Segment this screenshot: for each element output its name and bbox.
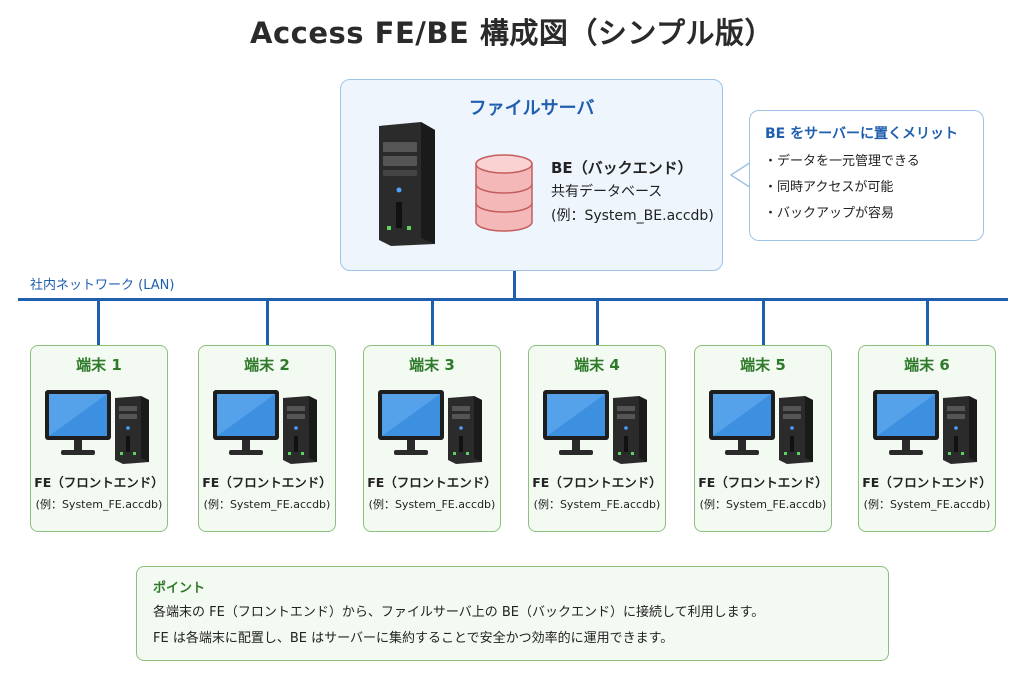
merit-item: データを一元管理できる <box>764 149 920 175</box>
terminal-link <box>266 300 269 345</box>
be-desc: 共有データベース <box>551 184 663 200</box>
terminal-4: 端末 4 FE（フロントエンド） (例：System_FE.accdb) <box>528 345 666 532</box>
terminal-fe-label: FE（フロントエンド） <box>532 475 662 490</box>
file-server-title: ファイルサーバ <box>468 98 595 119</box>
terminal-6: 端末 6 FE（フロントエンド） (例：System_FE.accdb) <box>858 345 996 532</box>
pc-icon <box>873 390 977 464</box>
pc-icon <box>378 390 482 464</box>
diagram-title: Access FE/BE 構成図（シンプル版） <box>250 16 774 50</box>
terminal-title: 端末 2 <box>244 356 290 374</box>
terminal-fe-label: FE（フロントエンド） <box>202 475 332 490</box>
terminal-title: 端末 5 <box>740 356 786 374</box>
terminal-title: 端末 4 <box>574 356 620 374</box>
terminal-fe-example: (例：System_FE.accdb) <box>203 498 331 511</box>
be-example: (例：System_BE.accdb) <box>551 208 714 224</box>
terminal-title: 端末 3 <box>409 356 455 374</box>
terminal-link <box>97 300 100 345</box>
terminal-5: 端末 5 FE（フロントエンド） (例：System_FE.accdb) <box>694 345 832 532</box>
terminal-title: 端末 6 <box>904 356 950 374</box>
terminal-fe-example: (例：System_FE.accdb) <box>35 498 163 511</box>
merit-item: 同時アクセスが可能 <box>764 175 920 201</box>
merit-callout: BE をサーバーに置くメリット データを一元管理できる 同時アクセスが可能 バッ… <box>749 110 984 241</box>
pc-icon <box>45 390 149 464</box>
terminal-title: 端末 1 <box>76 356 122 374</box>
terminal-fe-label: FE（フロントエンド） <box>698 475 828 490</box>
terminal-link <box>596 300 599 345</box>
terminal-fe-label: FE（フロントエンド） <box>34 475 164 490</box>
pc-icon <box>213 390 317 464</box>
pc-icon <box>709 390 813 464</box>
terminal-fe-example: (例：System_FE.accdb) <box>533 498 661 511</box>
pc-icon <box>543 390 647 464</box>
terminal-fe-label: FE（フロントエンド） <box>862 475 992 490</box>
terminal-link <box>431 300 434 345</box>
terminal-fe-example: (例：System_FE.accdb) <box>863 498 991 511</box>
terminal-1: 端末 1 FE（フロントエンド） (例：System_FE.accdb) <box>30 345 168 532</box>
point-box: ポイント 各端末の FE（フロントエンド）から、ファイルサーバ上の BE（バック… <box>136 566 889 661</box>
merit-list: データを一元管理できる 同時アクセスが可能 バックアップが容易 <box>764 149 920 227</box>
terminal-link <box>926 300 929 345</box>
point-title: ポイント <box>153 581 206 596</box>
point-line-2: FE は各端末に配置し、BE はサーバーに集約することで安全かつ効率的に運用でき… <box>153 631 674 646</box>
terminal-fe-example: (例：System_FE.accdb) <box>699 498 827 511</box>
be-description: BE（バックエンド） 共有データベース (例：System_BE.accdb) <box>551 156 714 228</box>
point-line-1: 各端末の FE（フロントエンド）から、ファイルサーバ上の BE（バックエンド）に… <box>153 605 765 620</box>
terminal-fe-example: (例：System_FE.accdb) <box>368 498 496 511</box>
terminal-3: 端末 3 FE（フロントエンド） (例：System_FE.accdb) <box>363 345 501 532</box>
terminal-2: 端末 2 FE（フロントエンド） (例：System_FE.accdb) <box>198 345 336 532</box>
database-icon <box>475 154 533 232</box>
merit-item: バックアップが容易 <box>764 201 920 227</box>
file-server-box: ファイルサーバ BE（バックエンド） 共有データベース (例：System_BE… <box>340 79 723 271</box>
lan-label: 社内ネットワーク (LAN) <box>30 278 175 293</box>
server-link <box>513 271 516 300</box>
terminal-link <box>762 300 765 345</box>
callout-title: BE をサーバーに置くメリット <box>765 126 958 142</box>
server-tower-icon <box>379 122 435 246</box>
terminal-fe-label: FE（フロントエンド） <box>367 475 497 490</box>
be-label: BE（バックエンド） <box>551 159 693 177</box>
